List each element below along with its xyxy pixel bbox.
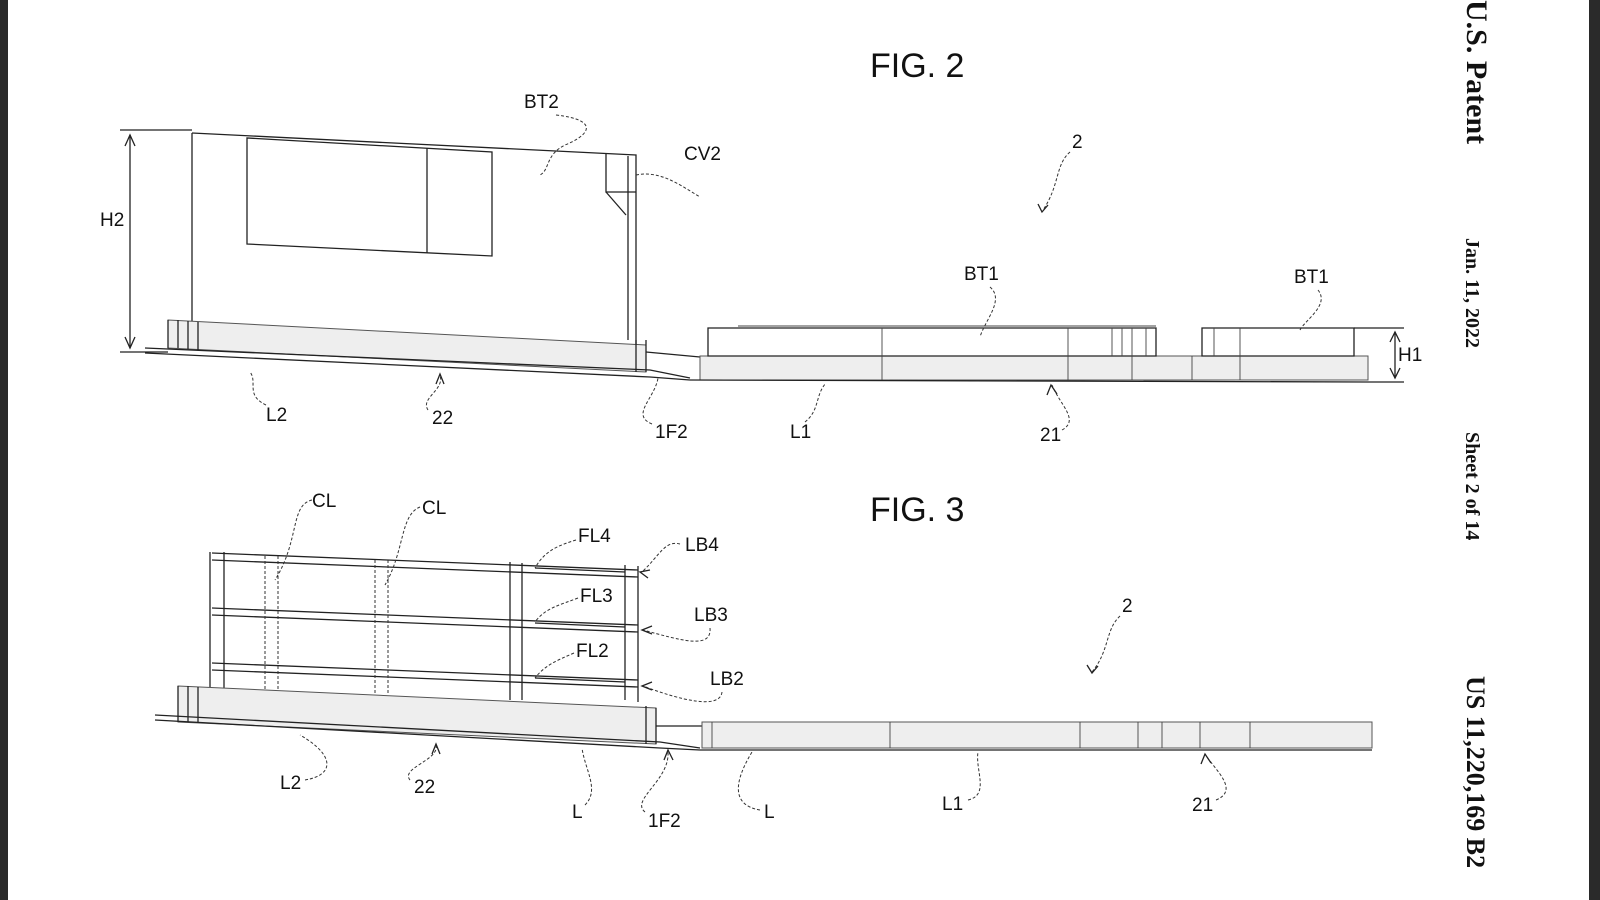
fig3-label-fl3: FL3 bbox=[580, 586, 613, 607]
right-frame-border bbox=[1589, 0, 1600, 900]
fig2-label-l2: L2 bbox=[266, 405, 287, 426]
fig3-label-ref2: 2 bbox=[1122, 596, 1133, 617]
fig3-label-l2: L2 bbox=[280, 773, 301, 794]
fig3-rack-post-left bbox=[209, 552, 225, 688]
fig2-label-ref2: 2 bbox=[1072, 132, 1083, 153]
fig3-label-fl4: FL4 bbox=[578, 526, 611, 547]
fig3-label-lb2: LB2 bbox=[710, 669, 744, 690]
fig3-column-cl-a bbox=[264, 556, 279, 690]
patent-header-label: U.S. Patent bbox=[1460, 0, 1493, 145]
fig2-label-bt2: BT2 bbox=[524, 92, 559, 113]
fig2-bt2-body bbox=[191, 132, 637, 345]
fig2-label-l1: L1 bbox=[790, 422, 811, 443]
fig2-label-bt1-a: BT1 bbox=[964, 264, 999, 285]
patent-date: Jan. 11, 2022 bbox=[1461, 238, 1483, 349]
fig2-label-cv2: CV2 bbox=[684, 144, 721, 165]
fig3-shelf-level-3 bbox=[211, 607, 639, 633]
fig3-rack-post-right bbox=[624, 565, 639, 702]
fig2-bt2-panel bbox=[246, 137, 493, 257]
fig2-drawing: FIG. 2 H2 H1 BT2 bbox=[100, 47, 1422, 446]
fig2-label-bt1-b: BT1 bbox=[1294, 267, 1329, 288]
fig3-label-cl-b: CL bbox=[422, 498, 446, 519]
fig3-label-1f2: 1F2 bbox=[648, 811, 681, 832]
fig3-rack-post-mid bbox=[509, 562, 523, 700]
fig2-base-21 bbox=[699, 355, 1369, 381]
fig2-base-22 bbox=[167, 319, 647, 373]
fig3-shelf-level-4 bbox=[211, 552, 639, 578]
fig3-label-lb3: LB3 bbox=[694, 605, 728, 626]
fig3-label-22: 22 bbox=[414, 777, 435, 798]
fig3-label-21: 21 bbox=[1192, 795, 1213, 816]
fig3-title: FIG. 3 bbox=[870, 491, 964, 529]
fig2-title: FIG. 2 bbox=[870, 47, 964, 85]
fig3-base-22 bbox=[177, 685, 657, 745]
fig3-drawing: FIG. 3 CL CL FL4 LB4 FL3 LB bbox=[154, 491, 1373, 832]
left-frame-border bbox=[0, 0, 8, 900]
fig2-dimension-h1 bbox=[1354, 327, 1404, 383]
fig3-shelf-level-2 bbox=[211, 662, 639, 688]
fig2-label-h2: H2 bbox=[100, 210, 124, 231]
fig3-column-cl-b bbox=[374, 560, 389, 694]
fig3-label-lb4: LB4 bbox=[685, 535, 719, 556]
fig2-dimension-h2 bbox=[120, 129, 192, 353]
fig3-label-l1: L1 bbox=[942, 794, 963, 815]
sheet-number: Sheet 2 of 14 bbox=[1461, 432, 1483, 541]
fig2-label-22: 22 bbox=[432, 408, 453, 429]
fig2-bt1-unit-a bbox=[707, 327, 1157, 357]
patent-number: US 11,220,169 B2 bbox=[1461, 676, 1490, 869]
fig3-label-cl-a: CL bbox=[312, 491, 336, 512]
fig2-bt1-unit-b bbox=[1201, 327, 1355, 357]
fig2-label-21: 21 bbox=[1040, 425, 1061, 446]
fig2-label-h1: H1 bbox=[1398, 345, 1422, 366]
fig3-label-fl2: FL2 bbox=[576, 641, 609, 662]
fig3-label-l-a: L bbox=[572, 802, 583, 823]
fig3-base-21 bbox=[701, 721, 1373, 749]
fig3-label-l-b: L bbox=[764, 802, 775, 823]
fig2-label-1f2: 1F2 bbox=[655, 422, 688, 443]
